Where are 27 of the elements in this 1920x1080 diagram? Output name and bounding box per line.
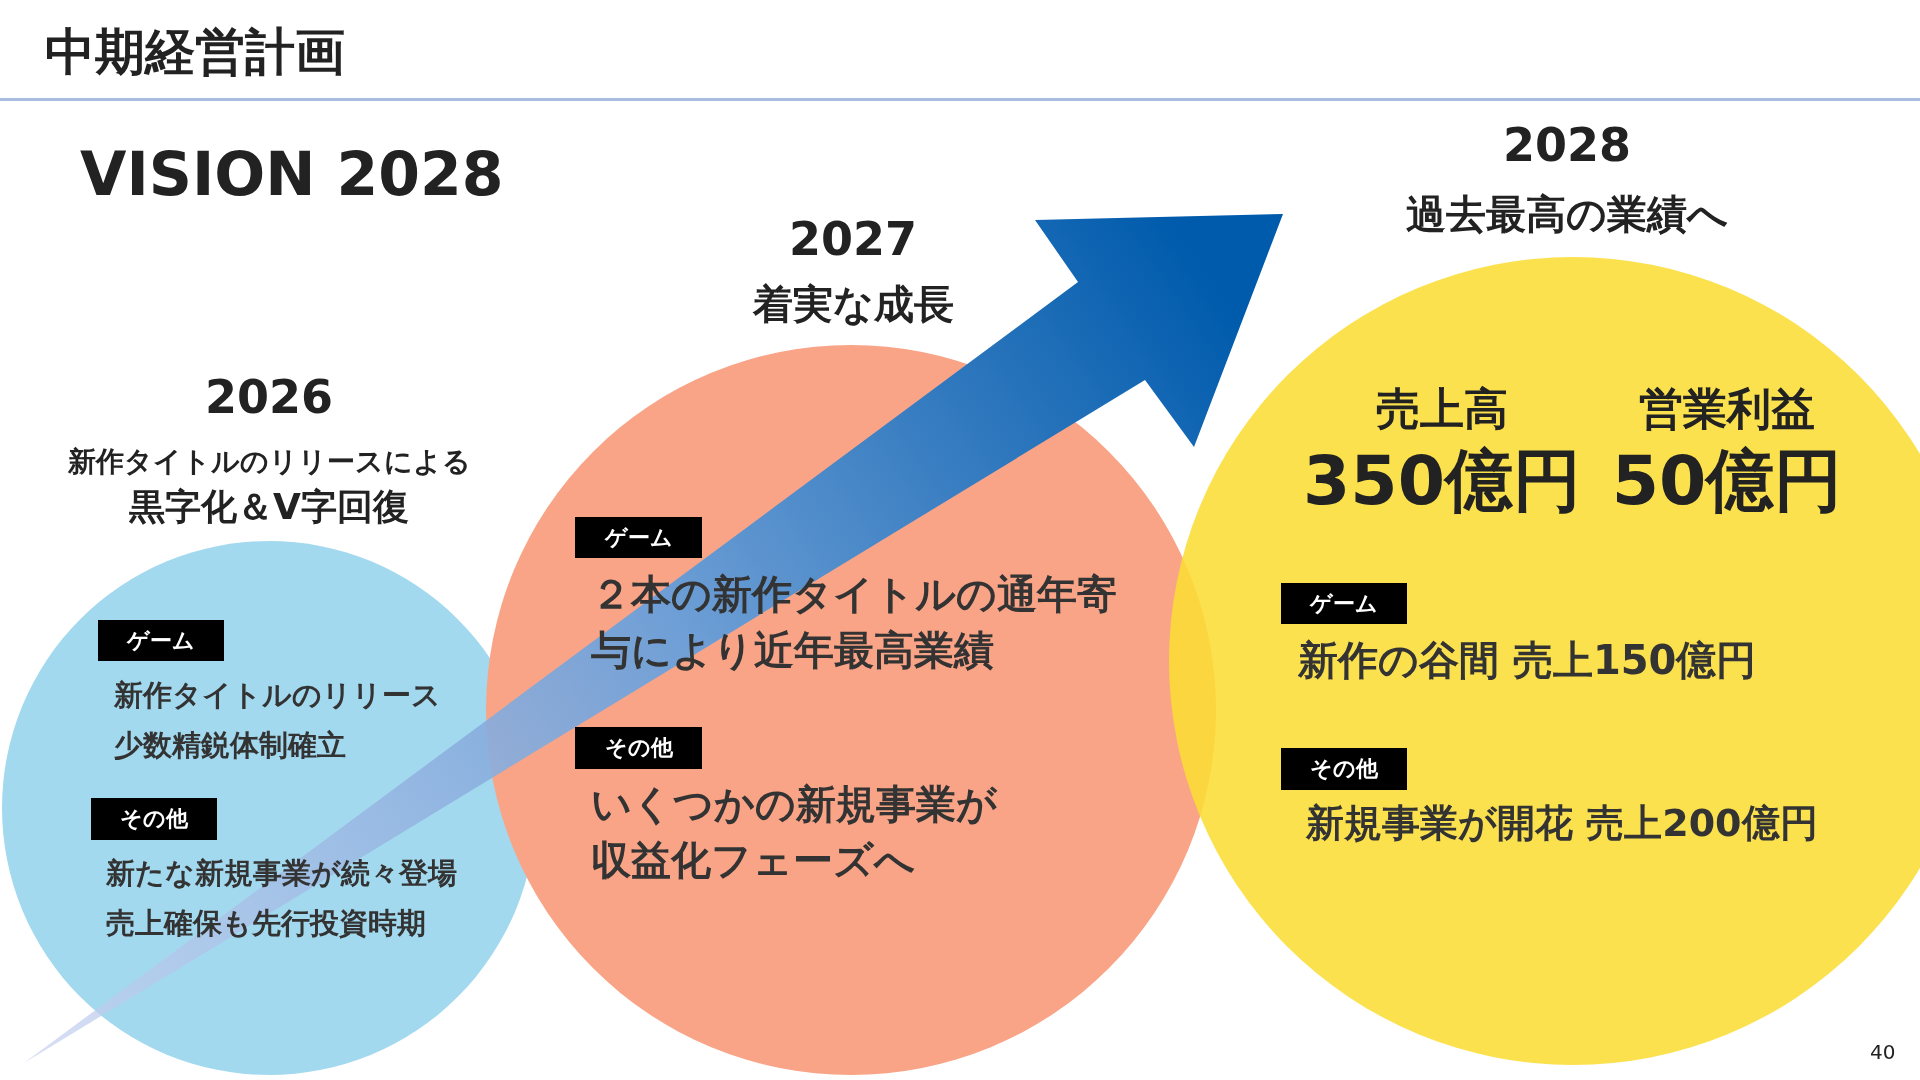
body-text: 売上確保も先行投資時期 xyxy=(106,906,426,941)
page-title: 中期経営計画 xyxy=(45,22,345,82)
category-tag: その他 xyxy=(91,798,217,840)
body-text: 新作の谷間 売上150億円 xyxy=(1298,636,1757,684)
year-heading: 2026 xyxy=(205,370,333,426)
category-tag: ゲーム xyxy=(98,620,224,661)
body-text: 新規事業が開花 売上200億円 xyxy=(1306,801,1818,847)
category-tag: ゲーム xyxy=(575,517,702,558)
vision-heading: VISION 2028 xyxy=(80,138,504,210)
category-tag: その他 xyxy=(575,727,702,769)
subtitle: 過去最高の業績へ xyxy=(1406,190,1728,238)
metric-value: 350億円 xyxy=(1303,440,1581,522)
body-text: 少数精鋭体制確立 xyxy=(114,728,346,763)
subtitle: 黒字化＆V字回復 xyxy=(129,485,409,529)
page-number: 40 xyxy=(1870,1040,1896,1064)
category-tag: その他 xyxy=(1281,748,1407,790)
category-tag: ゲーム xyxy=(1281,583,1407,624)
subtitle: 新作タイトルのリリースによる xyxy=(67,445,471,479)
body-text: 新作タイトルのリリース xyxy=(114,678,441,713)
metric-label: 売上高 xyxy=(1376,383,1508,436)
subtitle: 着実な成長 xyxy=(752,280,954,328)
body-text: いくつかの新規事業が収益化フェーズへ xyxy=(591,780,998,885)
metric-label: 営業利益 xyxy=(1639,383,1815,436)
year-heading: 2028 xyxy=(1503,118,1631,174)
body-text: 新たな新規事業が続々登場 xyxy=(106,856,457,891)
year-heading: 2027 xyxy=(789,212,917,268)
metric-value: 50億円 xyxy=(1611,440,1843,522)
